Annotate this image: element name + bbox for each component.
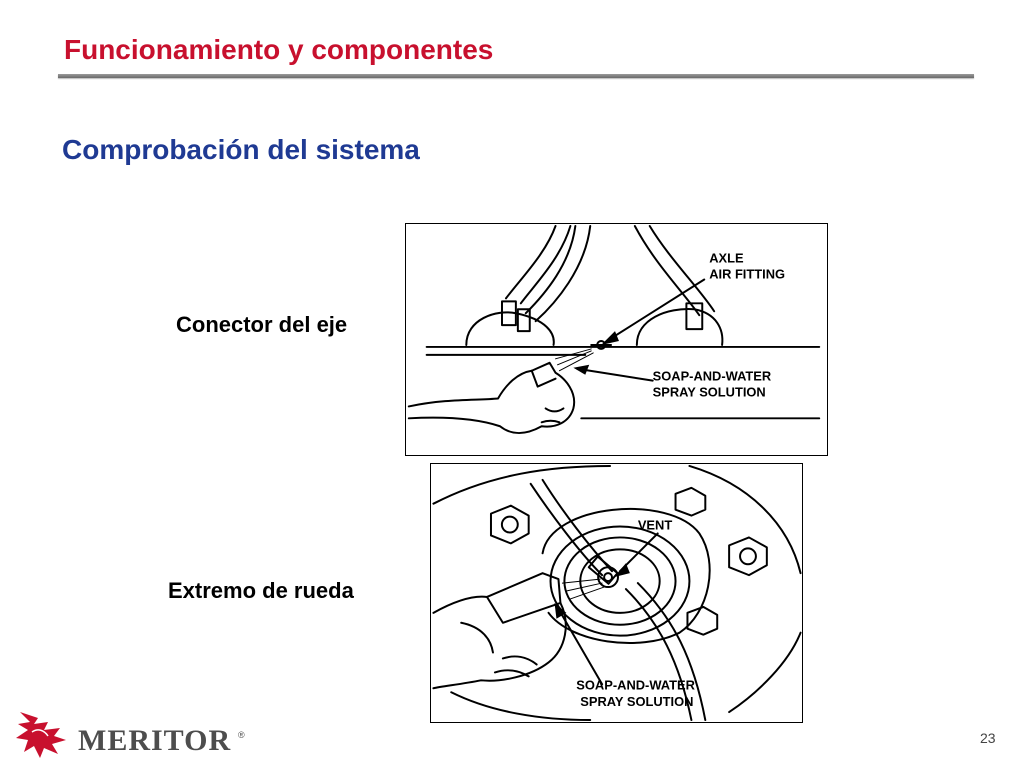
- slide-subtitle: Comprobación del sistema: [62, 134, 420, 165]
- page-number: 23: [980, 730, 996, 746]
- wheel-end-illustration: VENT SOAP-AND-WATER SPRAY SOLUTION: [430, 463, 803, 723]
- wheel-spray-label-line1: SOAP-AND-WATER: [576, 677, 695, 692]
- meritor-wordmark: MERITOR: [78, 724, 232, 757]
- axle-fitting-drawing: AXLE AIR FITTING SOAP-AND-WATER SPRAY SO…: [407, 224, 821, 434]
- figure-caption-wheel-end: Extremo de rueda: [168, 578, 354, 603]
- axle-label-line1: AXLE: [709, 251, 744, 266]
- meritor-griffin-icon: [16, 712, 66, 758]
- slide-title: Funcionamiento y componentes: [64, 34, 494, 65]
- spray-label-line2: SPRAY SOLUTION: [653, 385, 766, 400]
- axle-fitting-illustration: AXLE AIR FITTING SOAP-AND-WATER SPRAY SO…: [405, 223, 828, 456]
- spray-label-line1: SOAP-AND-WATER: [653, 369, 772, 384]
- registered-mark: ®: [238, 730, 245, 740]
- wheel-end-drawing: VENT SOAP-AND-WATER SPRAY SOLUTION: [432, 464, 802, 722]
- vent-label: VENT: [638, 517, 673, 532]
- wheel-spray-label-line2: SPRAY SOLUTION: [580, 694, 693, 709]
- axle-label-line2: AIR FITTING: [709, 267, 785, 282]
- title-divider: [58, 74, 974, 78]
- figure-caption-axle-connector: Conector del eje: [176, 312, 348, 337]
- meritor-logo: MERITOR ®: [14, 708, 254, 764]
